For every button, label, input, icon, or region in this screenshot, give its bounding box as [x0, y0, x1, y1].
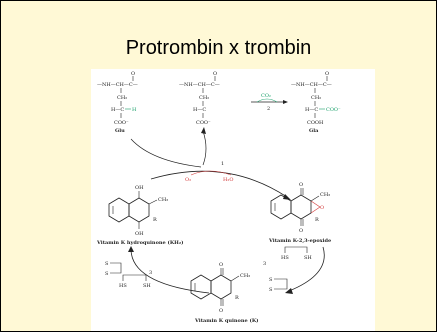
gla-label: Gla [309, 128, 319, 134]
co2-label: CO₂ [261, 93, 271, 99]
vitamin-k-cycle-figure: —NH—CH—C— O CH₂ H—C H COO⁻ Glu —NH—CH—C—… [91, 69, 375, 331]
epoxide-o-top: O [299, 182, 303, 188]
dithiol-left-sh: SH [143, 283, 151, 289]
gla-ch2: CH₂ [311, 95, 321, 101]
slide-title: Protrombin x trombin [125, 37, 312, 59]
vitamin-k-hydroquinone: OH OH CH₃ R Vitamin K hydroquinone (KH₂) [96, 185, 183, 246]
glu-center-hc: H—C [193, 107, 206, 113]
gla-hc: H—C [305, 107, 318, 113]
epoxide-r: R [315, 217, 319, 223]
hydroquinone-oh-top: OH [135, 185, 144, 191]
glu-structure-left: —NH—CH—C— O CH₂ H—C H COO⁻ Glu [97, 71, 138, 134]
step-3b-label: 3 [149, 270, 152, 276]
vitamin-k-epoxide: O O O CH₃ R Vitamin K-2,3-epoxide [268, 182, 331, 244]
glu-left-coo: COO⁻ [114, 120, 129, 126]
carboxylation-step: CO₂ 2 [251, 93, 288, 112]
vitamin-k-quinone: O O CH₃ R Vitamin K quinone (K) [190, 262, 259, 324]
dithiol-left-hs: HS [119, 283, 127, 289]
dithiol-cofactor-left: HS SH S S [105, 261, 151, 289]
hydroquinone-ch3: CH₃ [158, 197, 168, 203]
quinone-o-bottom: O [219, 308, 223, 314]
glu-left-label: Glu [115, 128, 125, 134]
glu-left-ch2: CH₂ [117, 95, 127, 101]
epoxidation-step: 1 O₂ H₂O [130, 127, 291, 200]
dithiol-right-hs: HS [281, 255, 289, 261]
glu-center-carbonyl-o: O [213, 71, 217, 77]
epoxide-o-bottom: O [299, 228, 303, 234]
glu-center-backbone: —NH—CH—C— [179, 82, 220, 88]
dithiol-right-s2: S [269, 287, 273, 293]
glu-left-carbonyl-o: O [131, 71, 135, 77]
step-1-label: 1 [221, 161, 224, 167]
o2-label: O₂ [185, 177, 191, 183]
dithiol-cofactor-right: HS SH S S [269, 246, 312, 293]
glu-left-gamma-h: H [132, 107, 137, 113]
epoxide-ch3: CH₃ [320, 192, 330, 198]
step-3a-label: 3 [263, 261, 266, 267]
glu-left-backbone: —NH—CH—C— [97, 82, 138, 88]
gla-backbone: —NH—CH—C— [291, 82, 332, 88]
step-2-label: 2 [267, 106, 270, 112]
gla-gamma-coo: COO⁻ [326, 107, 341, 113]
dithiol-left-s2: S [105, 271, 109, 277]
quinone-o-top: O [219, 262, 223, 268]
dithiol-left-s1: S [105, 261, 109, 267]
vitamin-k-cycle-diagram: —NH—CH—C— O CH₂ H—C H COO⁻ Glu —NH—CH—C—… [96, 71, 341, 324]
quinone-r: R [235, 295, 239, 301]
epoxide-ring-o: O [320, 205, 324, 211]
quinone-ch3: CH₃ [240, 273, 250, 279]
dithiol-right-sh: SH [304, 255, 312, 261]
gla-carbonyl-o: O [325, 71, 329, 77]
hydroquinone-r: R [153, 217, 157, 223]
hydroquinone-oh-bottom: OH [135, 231, 144, 237]
dithiol-right-s1: S [269, 277, 273, 283]
gla-cooh: COOH [307, 120, 324, 126]
h2o-label: H₂O [223, 177, 233, 183]
reduction-steps: 3 3 [128, 246, 325, 294]
epoxide-label: Vitamin K-2,3-epoxide [268, 238, 331, 244]
hydroquinone-label: Vitamin K hydroquinone (KH₂) [96, 239, 183, 246]
glu-center-coo: COO⁻ [196, 120, 211, 126]
glu-center-ch2: CH₂ [199, 95, 209, 101]
glu-structure-center: —NH—CH—C— O CH₂ H—C COO⁻ [179, 71, 220, 126]
gla-structure: —NH—CH—C— O CH₂ H—C COO⁻ COOH Gla [291, 71, 341, 134]
quinone-label: Vitamin K quinone (K) [194, 317, 259, 324]
glu-left-hc: H—C [111, 107, 124, 113]
